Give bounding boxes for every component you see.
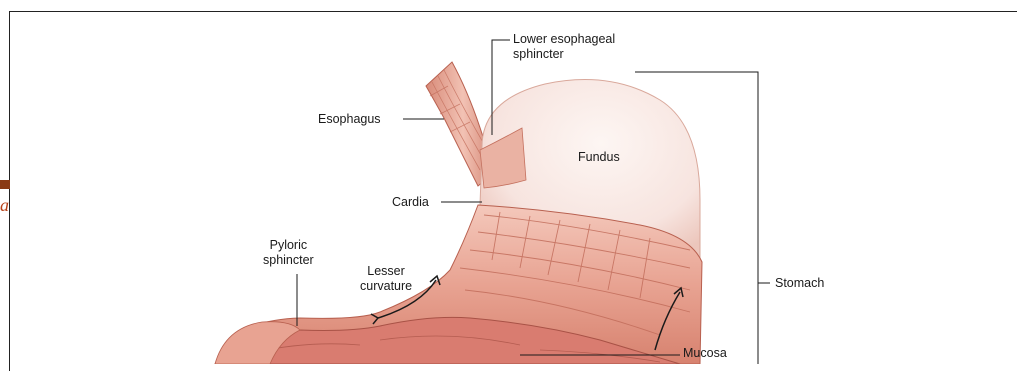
label-pyloric-line2: sphincter xyxy=(263,253,314,268)
label-lesser-line1: Lesser xyxy=(360,264,412,279)
label-pyloric-sphincter: Pyloric sphincter xyxy=(263,238,314,268)
label-les-line1: Lower esophageal xyxy=(513,32,615,47)
label-lesser-line2: curvature xyxy=(360,279,412,294)
label-stomach: Stomach xyxy=(775,276,824,291)
label-fundus: Fundus xyxy=(578,150,620,165)
label-mucosa: Mucosa xyxy=(683,346,727,361)
label-cardia: Cardia xyxy=(392,195,429,210)
label-lower-esophageal-sphincter: Lower esophageal sphincter xyxy=(513,32,615,62)
label-pyloric-line1: Pyloric xyxy=(263,238,314,253)
label-esophagus: Esophagus xyxy=(318,112,381,127)
label-les-line2: sphincter xyxy=(513,47,615,62)
label-lesser-curvature: Lesser curvature xyxy=(360,264,412,294)
